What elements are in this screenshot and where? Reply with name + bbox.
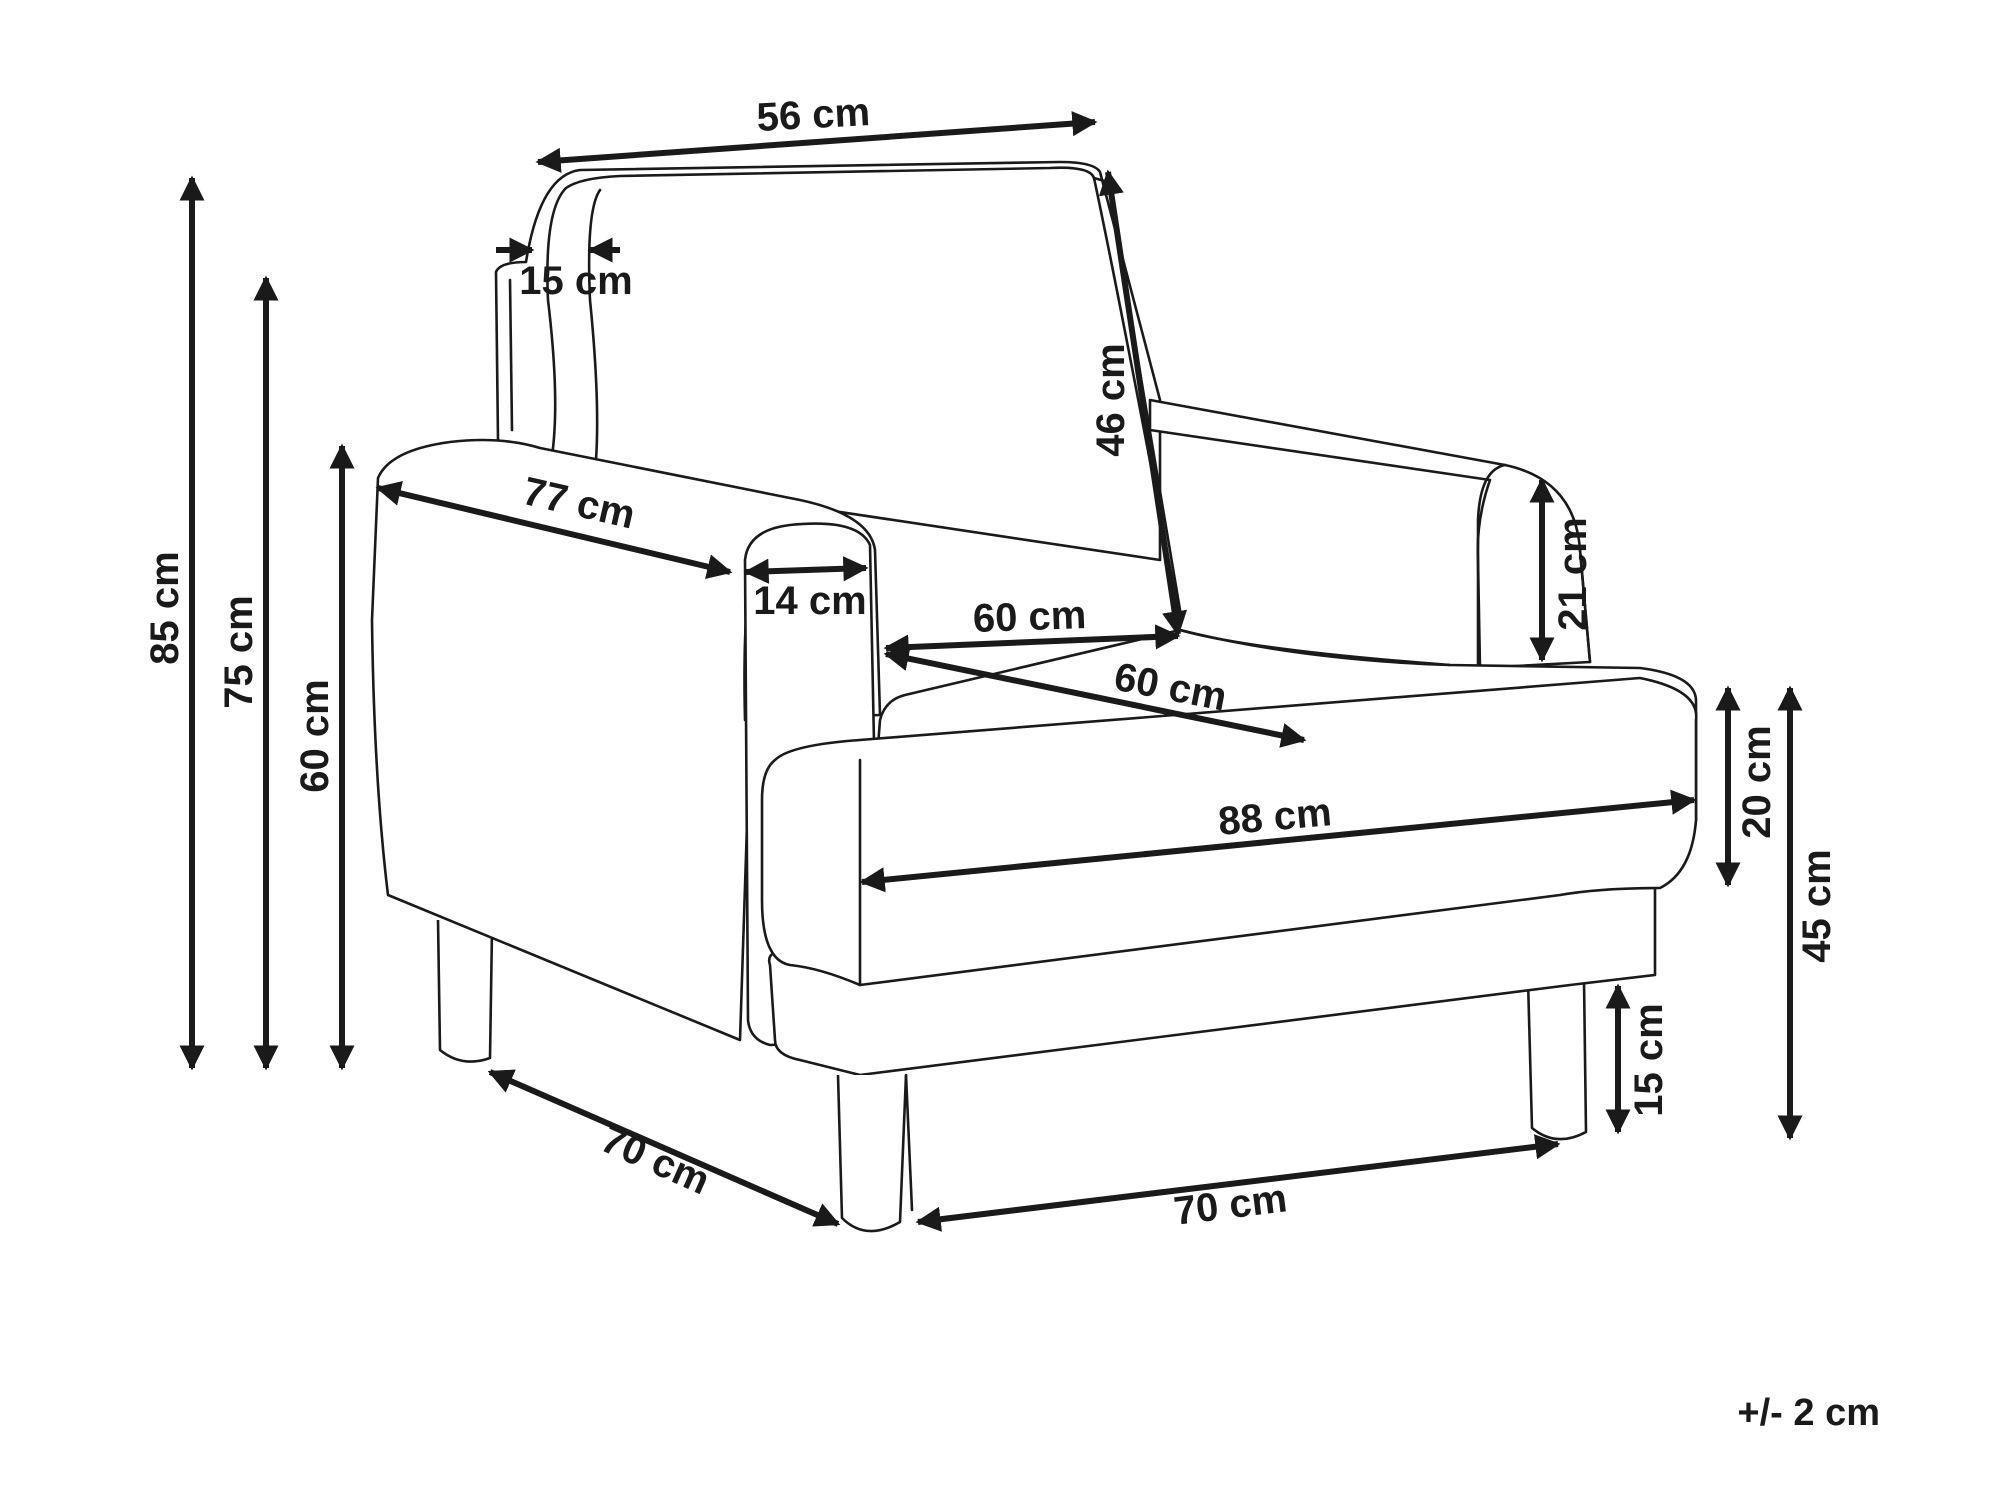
rear-right-leg <box>1526 979 1588 1141</box>
dim-line-total-width <box>859 789 1697 893</box>
dim-line-base-width <box>915 1134 1561 1232</box>
rear-left-leg <box>436 919 494 1063</box>
label-base-depth: 70 cm <box>595 1117 717 1203</box>
dim-line-backrest-width <box>535 111 1098 173</box>
dim-line-armrest-depth <box>375 481 733 579</box>
label-armrest-inner-height: 21 cm <box>1551 517 1595 630</box>
label-total-width: 88 cm <box>1216 790 1333 844</box>
label-backrest-height: 46 cm <box>1089 343 1133 456</box>
front-right-leg-inner <box>904 1073 914 1212</box>
label-backrest-thickness: 15 cm <box>519 259 632 303</box>
armchair-drawing <box>370 160 1698 1233</box>
label-cushion-height: 20 cm <box>1735 725 1779 838</box>
tolerance-note: +/- 2 cm <box>1737 1392 1880 1434</box>
dim-line-seat-depth <box>883 646 1307 748</box>
label-base-width: 70 cm <box>1171 1176 1289 1233</box>
front-base <box>767 883 1657 1077</box>
label-armrest-width: 14 cm <box>753 579 866 623</box>
label-backrest-width: 56 cm <box>756 90 872 140</box>
dim-line-base-depth <box>487 1069 841 1227</box>
dim-line-backrest-height <box>1098 169 1188 637</box>
dimension-labels: 85 cm 75 cm 60 cm 56 cm 15 cm 46 cm 77 c… <box>143 90 1880 1434</box>
label-armrest-height: 60 cm <box>293 679 337 792</box>
label-seat-height: 45 cm <box>1795 849 1839 962</box>
right-armrest <box>1148 398 1592 670</box>
dimension-lines <box>179 111 1803 1232</box>
label-leg-height: 15 cm <box>1627 1003 1671 1116</box>
dim-line-armrest-width <box>743 556 869 584</box>
dim-line-seat-width <box>883 624 1181 660</box>
front-left-leg <box>836 1074 908 1233</box>
label-total-height: 85 cm <box>143 551 187 664</box>
label-seat-width: 60 cm <box>972 593 1087 641</box>
label-back-height: 75 cm <box>217 595 261 708</box>
